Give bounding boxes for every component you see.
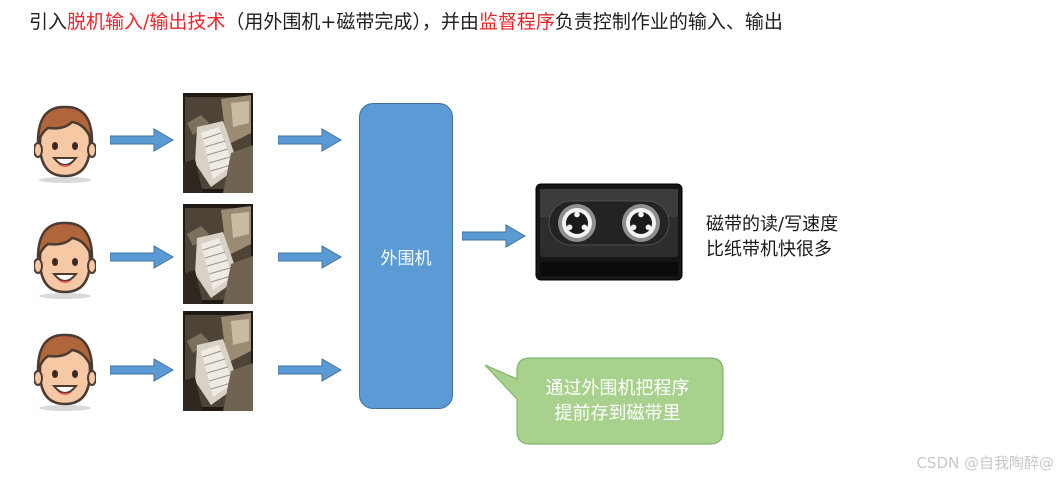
user-face-icon [34,104,96,184]
callout-line-1: 通过外围机把程序 [545,378,690,399]
paper-tape-machine-icon [183,93,253,193]
title-part-1: 引入 [29,11,68,33]
page-title: 引入脱机输入/输出技术（用外围机+磁带完成），并由监督程序负责控制作业的输入、输… [29,9,783,35]
arrow-right-icon [110,128,174,152]
watermark: CSDN @自我陶醉@ [916,454,1054,472]
magnetic-tape-drive-icon [535,183,683,281]
user-face-icon [34,332,96,412]
title-part-3: 负责控制作业的输入、输出 [554,11,783,33]
paper-tape-machine-icon [183,204,253,304]
title-highlight-supervisor: 监督程序 [478,11,555,33]
tape-speed-note: 磁带的读/写速度 比纸带机快很多 [706,212,838,262]
paper-tape-machine-icon [183,311,253,411]
arrow-right-icon [462,224,526,248]
callout-text: 通过外围机把程序 提前存到磁带里 [515,376,720,426]
arrow-right-icon [278,358,342,382]
peripheral-label: 外围机 [380,248,432,269]
arrow-right-icon [110,245,174,269]
title-part-2: （用外围机+磁带完成），并由 [225,11,479,33]
speed-note-line-1: 磁带的读/写速度 [706,214,839,235]
speed-note-line-2: 比纸带机快很多 [706,239,832,260]
arrow-right-icon [110,358,174,382]
title-highlight-offline-io: 脱机输入/输出技术 [67,11,226,33]
callout-bubble [484,357,724,445]
user-face-icon [34,220,96,300]
arrow-right-icon [278,245,342,269]
arrow-right-icon [278,128,342,152]
peripheral-machine-box: 外围机 [359,103,453,409]
callout-line-2: 提前存到磁带里 [554,403,681,424]
